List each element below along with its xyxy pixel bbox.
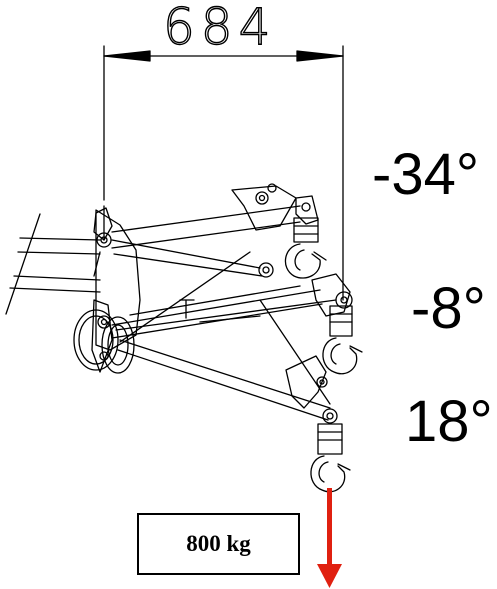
dimension-value: 684: [162, 0, 277, 56]
angle-label-bottom: 18°: [405, 389, 493, 454]
load-weight-label: 800 kg: [186, 531, 251, 556]
angle-label-middle: -8°: [411, 276, 486, 341]
middle-boom: [111, 251, 363, 375]
lower-boom: [117, 299, 351, 493]
upper-boom: [111, 183, 327, 279]
roller-wheel: [73, 309, 135, 374]
vehicle-mast: [5, 205, 141, 373]
load-weight-box: 800 kg: [137, 513, 300, 575]
load-arrow: [317, 488, 342, 588]
dimension-line: [103, 45, 344, 301]
angle-label-top: -34°: [372, 142, 480, 207]
